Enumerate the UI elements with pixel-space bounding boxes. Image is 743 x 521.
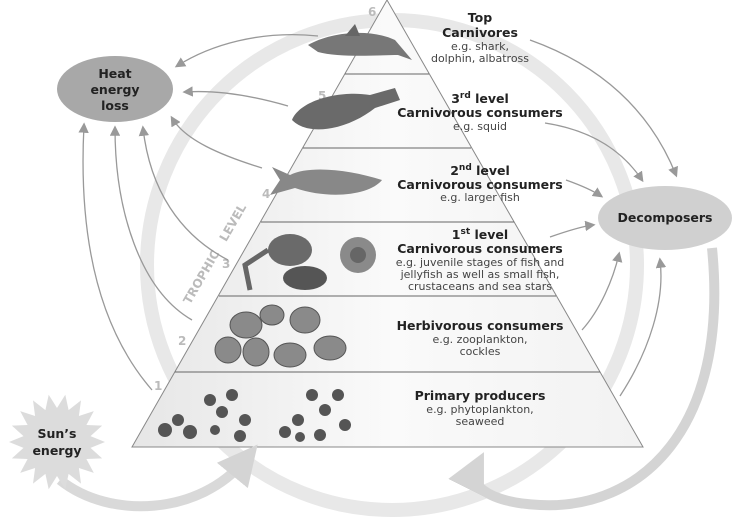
svg-text:Carnivorous consumers: Carnivorous consumers — [397, 105, 562, 120]
level-number: 4 — [262, 187, 270, 201]
svg-text:e.g. juvenile stages of fish a: e.g. juvenile stages of fish and — [396, 256, 565, 269]
fish-icon — [270, 167, 382, 195]
svg-text:Primary producers: Primary producers — [415, 388, 546, 403]
svg-text:Decomposers: Decomposers — [618, 210, 713, 225]
svg-text:Top: Top — [468, 10, 492, 25]
level-number: 5 — [318, 89, 326, 103]
level-3rd-carnivores: 3rd level Carnivorous consumers e.g. squ… — [397, 91, 562, 133]
heat-energy-loss-node: Heat energy loss — [57, 56, 173, 122]
decomposers-to-producers-arrow — [448, 247, 720, 511]
level-2nd-carnivores: 2nd level Carnivorous consumers e.g. lar… — [397, 163, 562, 204]
svg-text:dolphin, albatross: dolphin, albatross — [431, 52, 529, 65]
level-herbivorous: Herbivorous consumers e.g. zooplankton, … — [397, 318, 564, 358]
svg-text:Carnivorous consumers: Carnivorous consumers — [397, 177, 562, 192]
sun-to-producers-arrow — [56, 444, 258, 512]
svg-text:Carnivores: Carnivores — [442, 25, 518, 40]
crab-icon — [242, 234, 327, 291]
heat-loss-arrows — [78, 34, 319, 391]
svg-text:jellyfish as well as small fis: jellyfish as well as small fish, — [400, 268, 560, 281]
svg-text:energy: energy — [90, 82, 139, 97]
level-primary-producers: Primary producers e.g. phytoplankton, se… — [415, 388, 546, 428]
level-number: 3 — [222, 257, 230, 271]
cockles-icon — [214, 304, 347, 368]
level-number: 2 — [178, 334, 186, 348]
svg-text:loss: loss — [101, 98, 129, 113]
seaweed-icon — [158, 389, 351, 442]
svg-text:Sun’s: Sun’s — [38, 426, 77, 441]
level-number: 6 — [368, 5, 376, 19]
svg-text:Heat: Heat — [98, 66, 131, 81]
svg-text:3rd level: 3rd level — [451, 91, 509, 106]
level-top-carnivores: Top Carnivores e.g. shark, dolphin, alba… — [431, 10, 529, 65]
svg-text:energy: energy — [32, 443, 81, 458]
pyramid — [131, 0, 644, 448]
svg-text:1st level: 1st level — [452, 227, 508, 242]
decomposers-node: Decomposers — [598, 186, 732, 250]
svg-text:Carnivorous consumers: Carnivorous consumers — [397, 241, 562, 256]
svg-text:crustaceans and sea stars: crustaceans and sea stars — [408, 280, 552, 293]
svg-text:Herbivorous consumers: Herbivorous consumers — [397, 318, 564, 333]
squid-icon — [292, 88, 400, 130]
svg-text:seaweed: seaweed — [456, 415, 505, 428]
level-1st-carnivores: 1st level Carnivorous consumers e.g. juv… — [396, 227, 565, 293]
svg-text:e.g. shark,: e.g. shark, — [451, 40, 509, 53]
svg-text:2nd level: 2nd level — [450, 163, 510, 178]
svg-text:e.g. larger fish: e.g. larger fish — [440, 191, 520, 204]
decomposer-arrows — [529, 39, 678, 397]
svg-text:e.g. squid: e.g. squid — [453, 120, 507, 133]
dolphin-icon — [308, 24, 412, 60]
svg-text:e.g. phytoplankton,: e.g. phytoplankton, — [426, 403, 533, 416]
svg-text:cockles: cockles — [460, 345, 501, 358]
sea-star-icon — [340, 237, 376, 273]
level-number: 1 — [154, 379, 162, 393]
svg-text:e.g. zooplankton,: e.g. zooplankton, — [432, 333, 527, 346]
sun-energy-node: Sun’s energy — [9, 394, 105, 490]
